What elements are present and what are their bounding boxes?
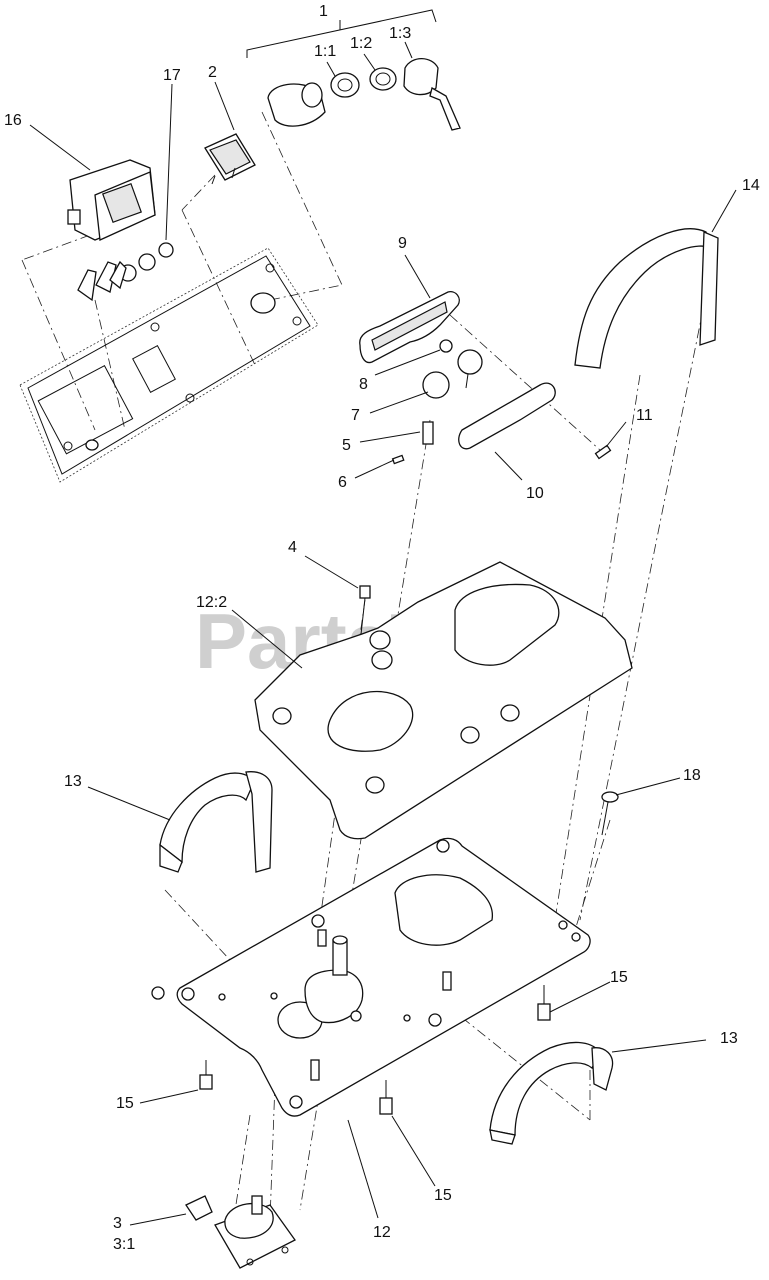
throttle-handle-group — [359, 291, 612, 465]
callout-1-1: 1:1 — [314, 43, 336, 60]
leader-lines — [29, 9, 737, 1226]
callout-labels: 1 1:1 1:2 1:3 2 17 16 9 14 8 7 5 6 11 10… — [4, 3, 760, 1253]
callout-7: 7 — [351, 407, 360, 424]
control-panel-plate — [19, 247, 319, 483]
handle-left — [159, 771, 273, 873]
callout-4: 4 — [288, 539, 297, 556]
callout-9: 9 — [398, 235, 407, 252]
callout-12-2: 12:2 — [196, 594, 227, 611]
callout-1-3: 1:3 — [389, 25, 411, 42]
ignition-switch — [267, 57, 461, 131]
handle-right — [489, 1041, 614, 1145]
callout-11: 11 — [636, 407, 653, 424]
indicator-lamps — [77, 242, 174, 302]
callout-10: 10 — [526, 485, 544, 502]
callout-13-right: 13 — [720, 1030, 738, 1047]
callout-1-2: 1:2 — [350, 35, 372, 52]
callout-14: 14 — [742, 177, 760, 194]
hour-meter-display — [67, 159, 156, 241]
callout-15-right: 15 — [610, 969, 628, 986]
callout-15-bottom: 15 — [434, 1187, 452, 1204]
callout-12: 12 — [373, 1224, 391, 1241]
handle-upper — [574, 228, 719, 369]
gasket-plate — [254, 561, 633, 840]
callout-6: 6 — [338, 474, 347, 491]
callout-5: 5 — [342, 437, 351, 454]
callout-13-left: 13 — [64, 773, 82, 790]
main-mounting-plate — [151, 837, 591, 1117]
callout-2: 2 — [208, 64, 217, 81]
rocker-switch — [204, 133, 256, 185]
callout-18: 18 — [683, 767, 701, 784]
bolt-item-18 — [601, 791, 619, 836]
callout-3-1: 3:1 — [113, 1236, 135, 1253]
bolts-item-15 — [199, 985, 551, 1115]
callout-8: 8 — [359, 376, 368, 393]
callout-17: 17 — [163, 67, 181, 84]
callout-3: 3 — [113, 1215, 122, 1232]
joystick-module — [185, 1195, 296, 1269]
callout-15-left: 15 — [116, 1095, 134, 1112]
callout-1: 1 — [319, 3, 328, 20]
callout-16: 16 — [4, 112, 22, 129]
